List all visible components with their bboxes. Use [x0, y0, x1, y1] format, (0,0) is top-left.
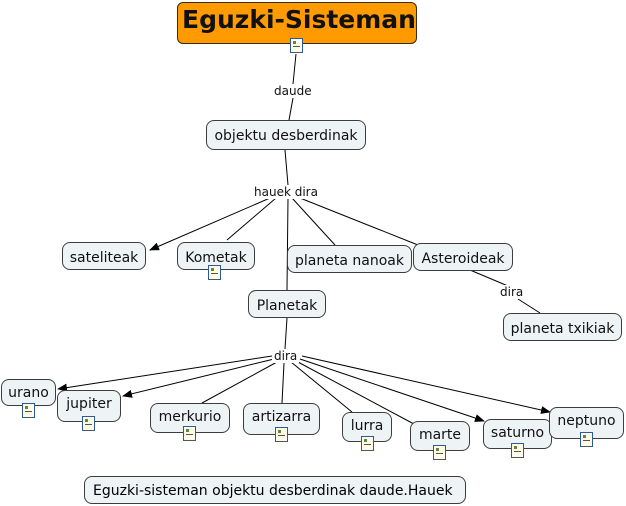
planet-urano[interactable]: urano — [1, 379, 56, 406]
edge-dira-lurra — [290, 361, 353, 413]
planet-label: jupiter — [66, 396, 112, 412]
concept-label: Asteroideak — [421, 251, 505, 267]
concept-planeta-txikiak[interactable]: planeta txikiak — [503, 313, 622, 341]
planet-jupiter[interactable]: jupiter — [57, 390, 121, 422]
concept-planeta-nanoak[interactable]: planeta nanoak — [287, 245, 412, 273]
concept-asteroideak[interactable]: Asteroideak — [413, 243, 513, 271]
document-icon[interactable] — [275, 427, 288, 442]
planet-label: urano — [8, 385, 49, 401]
document-icon[interactable] — [183, 426, 196, 441]
edge-dira-jupiter — [122, 358, 275, 398]
concept-sateliteak[interactable]: sateliteak — [62, 242, 146, 270]
edge-hauek-asteroideak — [299, 197, 419, 246]
planet-label: lurra — [350, 418, 384, 434]
edge-dira-artizarra — [281, 362, 285, 404]
document-icon[interactable] — [433, 445, 446, 460]
edge-asteroideak-dira — [469, 269, 509, 287]
concept-label: sateliteak — [69, 250, 139, 266]
edge-dira-marte — [295, 360, 415, 425]
link-hauek-dira: hauek dira — [252, 185, 320, 199]
planet-label: marte — [418, 427, 462, 443]
document-icon[interactable] — [580, 432, 593, 447]
concept-label: planeta nanoak — [295, 253, 404, 269]
document-icon[interactable] — [208, 265, 221, 280]
document-icon[interactable] — [22, 403, 35, 418]
edge-dira-txikiak — [517, 298, 541, 314]
concept-label: objektu desberdinak — [214, 128, 358, 144]
document-icon[interactable] — [82, 416, 95, 431]
edge-objektu-hauek — [284, 149, 289, 186]
planet-label: merkurio — [158, 409, 222, 425]
concept-label: Kometak — [185, 250, 247, 266]
edge-root-daude — [292, 53, 297, 85]
document-icon[interactable] — [290, 38, 303, 53]
concept-objektu-desberdinak[interactable]: objektu desberdinak — [206, 120, 366, 150]
planet-label: saturno — [490, 425, 545, 441]
concept-label: planeta txikiak — [510, 321, 615, 337]
edge-dira-merkurio — [201, 361, 278, 404]
root-label: Eguzki-Sisteman — [182, 5, 416, 34]
summary-text-box[interactable]: Eguzki-sisteman objektu desberdinak daud… — [84, 476, 466, 504]
edge-dira-urano — [57, 355, 273, 392]
link-dira-asteroid: dira — [498, 285, 526, 299]
planet-label: neptuno — [557, 413, 616, 429]
document-icon[interactable] — [511, 443, 524, 458]
summary-text: Eguzki-sisteman objektu desberdinak daud… — [93, 483, 453, 499]
document-icon[interactable] — [361, 436, 374, 451]
edge-planetak-dira — [284, 317, 288, 350]
link-dira-planets: dira — [272, 349, 300, 363]
planet-label: artizarra — [251, 409, 312, 425]
edge-daude-objektu — [288, 97, 294, 121]
edge-dira-neptuno — [301, 355, 551, 414]
edge-dira-saturno — [299, 358, 485, 422]
link-daude: daude — [272, 84, 314, 98]
planet-artizarra[interactable]: artizarra — [243, 403, 320, 435]
edge-hauek-sateliteak — [149, 197, 271, 251]
concept-planetak[interactable]: Planetak — [248, 290, 326, 318]
edge-hauek-planetak — [286, 197, 289, 291]
edge-hauek-kometak — [226, 197, 277, 241]
concept-label: Planetak — [256, 298, 318, 314]
edge-hauek-nanoak — [291, 197, 336, 246]
